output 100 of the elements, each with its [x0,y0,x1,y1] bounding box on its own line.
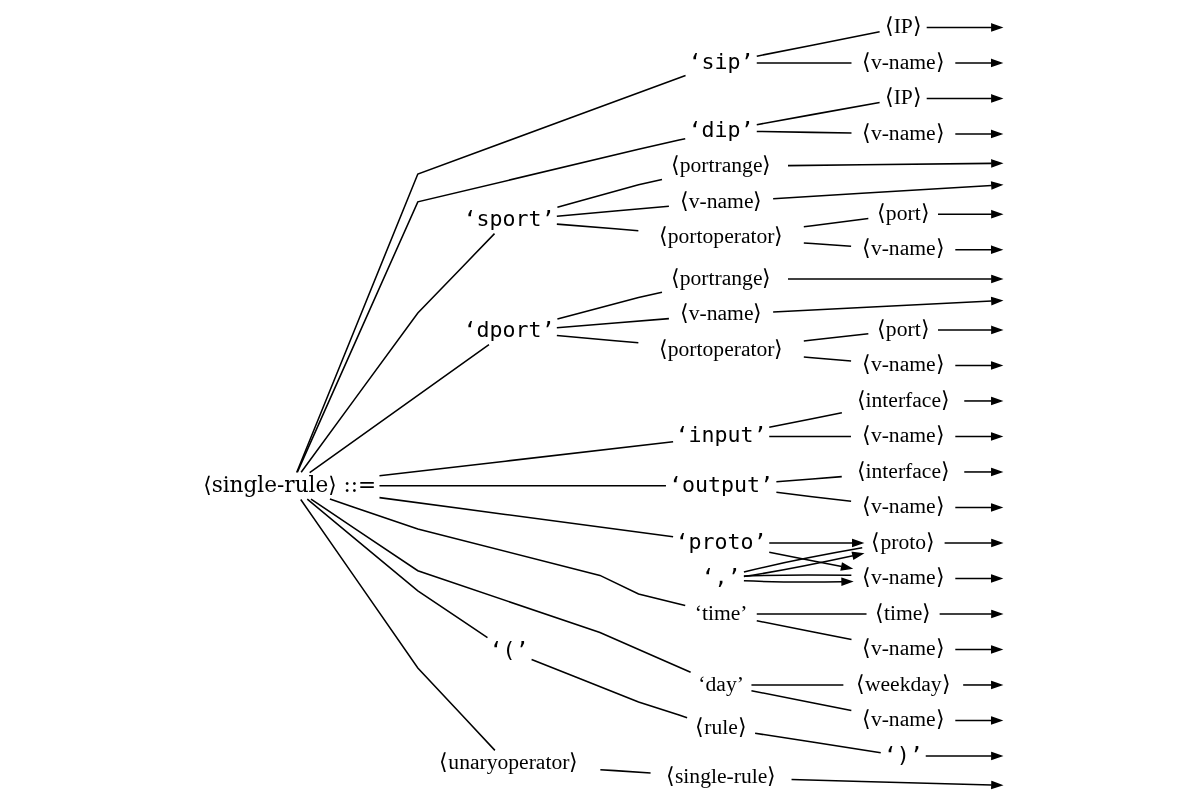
connector [775,491,852,503]
node-text: ⟨portoperator⟩ [658,224,784,249]
arrow [743,577,854,587]
connector [743,547,863,573]
node-text: ⟨time⟩ [875,600,932,625]
node-text: ⟨v-name⟩ [861,236,945,261]
node-text: ⟨proto⟩ [871,529,936,554]
node-text: ⟨v-name⟩ [861,423,945,448]
node-text: ⟨single-rule⟩ ::= [203,471,377,497]
node-text: ⟨IP⟩ [884,14,922,39]
arrow [925,94,1004,103]
arrow [937,325,1004,335]
node-text: ⟨rule⟩ [695,714,747,739]
connector [768,412,843,428]
connector [556,317,670,329]
node-text: ‘sport’ [463,206,555,232]
arrow [954,574,1004,583]
node-text: ‘,’ [701,564,741,590]
arrow [954,716,1004,725]
node-text: ⟨v-name⟩ [861,120,945,145]
arrow [954,432,1004,441]
connector [308,343,490,474]
arrow [954,503,1004,512]
connector [803,332,870,342]
node-text: ‘time’ [694,600,748,625]
node-text: ⟨v-name⟩ [861,565,945,590]
arrow [768,551,854,571]
connector [599,768,652,774]
connector [803,217,870,228]
connector [750,684,845,686]
node-text: ⟨v-name⟩ [679,301,763,326]
connector [750,689,853,712]
connector [556,334,640,344]
node-text: ⟨interface⟩ [856,458,951,483]
node-text: ⟨portoperator⟩ [658,336,784,361]
connector [754,732,882,754]
node-text: ‘)’ [883,741,923,767]
node-text: ⟨v-name⟩ [861,636,945,661]
node-text: ⟨v-name⟩ [861,494,945,519]
arrow [772,181,1004,200]
connector [756,130,853,134]
connector [306,498,489,639]
connector [378,485,667,487]
connector [295,74,687,474]
arrow [743,551,865,578]
connector [756,613,868,615]
arrow [925,23,1004,32]
connector [300,498,496,752]
node-text: ⟨v-name⟩ [861,352,945,377]
node-text: ‘day’ [698,671,744,696]
connector [329,498,686,607]
connector [556,223,640,232]
arrow [954,245,1004,254]
connector [378,496,674,538]
connector [310,498,692,674]
arrow [787,159,1004,168]
arrow [963,467,1004,477]
node-text: ‘dip’ [688,116,754,142]
connector [556,205,670,217]
arrow [963,396,1004,406]
connector [300,232,496,474]
connector [756,62,853,64]
node-text: ⟨v-name⟩ [861,707,945,732]
node-text: ‘output’ [669,471,774,497]
arrow [954,129,1004,139]
connector [803,356,852,362]
arrow [787,274,1004,284]
connector [556,178,663,209]
node-text: ‘(’ [489,636,529,662]
connector [768,435,852,438]
arrow [772,296,1004,313]
arrow [954,645,1004,654]
node-text: ‘proto’ [675,528,767,554]
connector [756,619,853,641]
connector [743,574,853,577]
arrow [954,58,1004,68]
connector [556,291,663,320]
node-text: ⟨weekday⟩ [855,671,951,696]
node-text: ‘dport’ [463,317,555,343]
node-text: ⟨IP⟩ [884,85,922,110]
node-text: ⟨v-name⟩ [861,49,945,74]
connector [756,101,881,126]
node-text: ‘input’ [675,422,767,448]
connector [803,242,852,247]
arrow [768,538,865,548]
arrow [924,751,1004,761]
node-text: ⟨portrange⟩ [670,153,772,178]
connector [530,658,688,719]
node-text: ⟨single-rule⟩ [665,764,777,789]
node-text: ⟨unaryoperator⟩ [439,750,579,775]
arrow [937,209,1004,219]
node-text: ⟨interface⟩ [856,387,951,412]
node-text: ⟨v-name⟩ [679,188,763,213]
connector [775,475,843,483]
node-text: ‘sip’ [688,48,754,74]
connector [296,137,686,473]
arrow [790,778,1004,790]
connector [378,441,674,477]
node-text: ⟨port⟩ [876,316,930,341]
node-text: ⟨port⟩ [876,200,930,225]
